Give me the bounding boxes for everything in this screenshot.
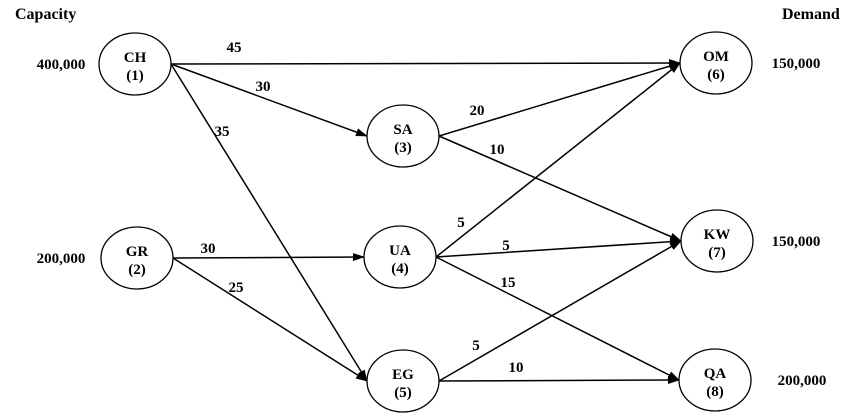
node-number-CH: (1) — [126, 68, 144, 84]
node-code-UA: UA — [389, 243, 411, 259]
node-KW: KW (7) — [680, 209, 754, 273]
node-code-CH: CH — [124, 50, 147, 66]
edge-CH-EG — [170, 63, 368, 382]
node-circle-GR — [100, 226, 174, 290]
node-number-KW: (7) — [708, 245, 726, 261]
edge-label-CH-OM: 45 — [227, 40, 242, 56]
edge-label-EG-KW: 5 — [472, 338, 480, 354]
node-circle-QA — [678, 348, 752, 412]
edge-SA-OM — [438, 62, 681, 137]
demand-label-KW: 150,000 — [772, 234, 821, 250]
edge-GR-EG — [172, 257, 368, 382]
node-UA: UA (4) — [363, 225, 437, 289]
node-code-QA: QA — [704, 366, 727, 382]
node-code-GR: GR — [126, 244, 149, 260]
capacity-label-GR: 200,000 — [37, 251, 86, 267]
node-number-EG: (5) — [394, 385, 412, 401]
node-number-OM: (6) — [707, 67, 725, 83]
node-number-QA: (8) — [706, 384, 724, 400]
node-code-OM: OM — [703, 49, 729, 65]
edge-label-CH-EG: 35 — [215, 124, 230, 140]
demand-label-OM: 150,000 — [772, 56, 821, 72]
edge-label-UA-KW: 5 — [502, 238, 510, 254]
node-number-UA: (4) — [391, 261, 409, 277]
edge-label-GR-UA: 30 — [201, 241, 216, 257]
node-circle-CH — [98, 32, 172, 96]
edge-UA-OM — [435, 62, 681, 258]
node-circle-EG — [366, 349, 440, 413]
edge-GR-UA — [172, 253, 365, 262]
node-SA: SA (3) — [366, 104, 440, 168]
node-circle-OM — [679, 31, 753, 95]
capacity-label-CH: 400,000 — [37, 57, 86, 73]
edge-SA-KW — [438, 135, 682, 242]
node-code-EG: EG — [392, 367, 414, 383]
edge-label-UA-OM: 5 — [457, 215, 465, 231]
edge-label-EG-QA: 10 — [509, 360, 524, 376]
node-number-GR: (2) — [128, 262, 146, 278]
node-code-KW: KW — [704, 227, 731, 243]
capacity-header: Capacity — [15, 6, 77, 23]
edge-CH-SA — [170, 63, 368, 137]
node-GR: GR (2) — [100, 226, 174, 290]
edge-UA-KW — [435, 237, 682, 258]
node-QA: QA (8) — [678, 348, 752, 412]
node-circle-SA — [366, 104, 440, 168]
node-number-SA: (3) — [394, 140, 412, 156]
edge-UA-QA — [435, 256, 680, 381]
demand-header: Demand — [782, 6, 840, 23]
node-CH: CH (1) — [98, 32, 172, 96]
node-circle-UA — [363, 225, 437, 289]
edge-label-SA-KW: 10 — [490, 142, 505, 158]
edge-label-CH-SA: 30 — [256, 79, 271, 95]
node-EG: EG (5) — [366, 349, 440, 413]
edges-layer: 45 30 35 30 25 20 10 5 5 15 5 10 — [170, 40, 682, 385]
edge-label-UA-QA: 15 — [501, 275, 516, 291]
node-OM: OM (6) — [679, 31, 753, 95]
edge-EG-KW — [438, 240, 682, 382]
demand-label-QA: 200,000 — [778, 373, 827, 389]
node-circle-KW — [680, 209, 754, 273]
edge-CH-OM — [170, 59, 681, 68]
edge-EG-QA — [438, 376, 680, 385]
edge-label-GR-EG: 25 — [229, 280, 244, 296]
node-code-SA: SA — [393, 122, 412, 138]
edge-label-SA-OM: 20 — [470, 103, 485, 119]
